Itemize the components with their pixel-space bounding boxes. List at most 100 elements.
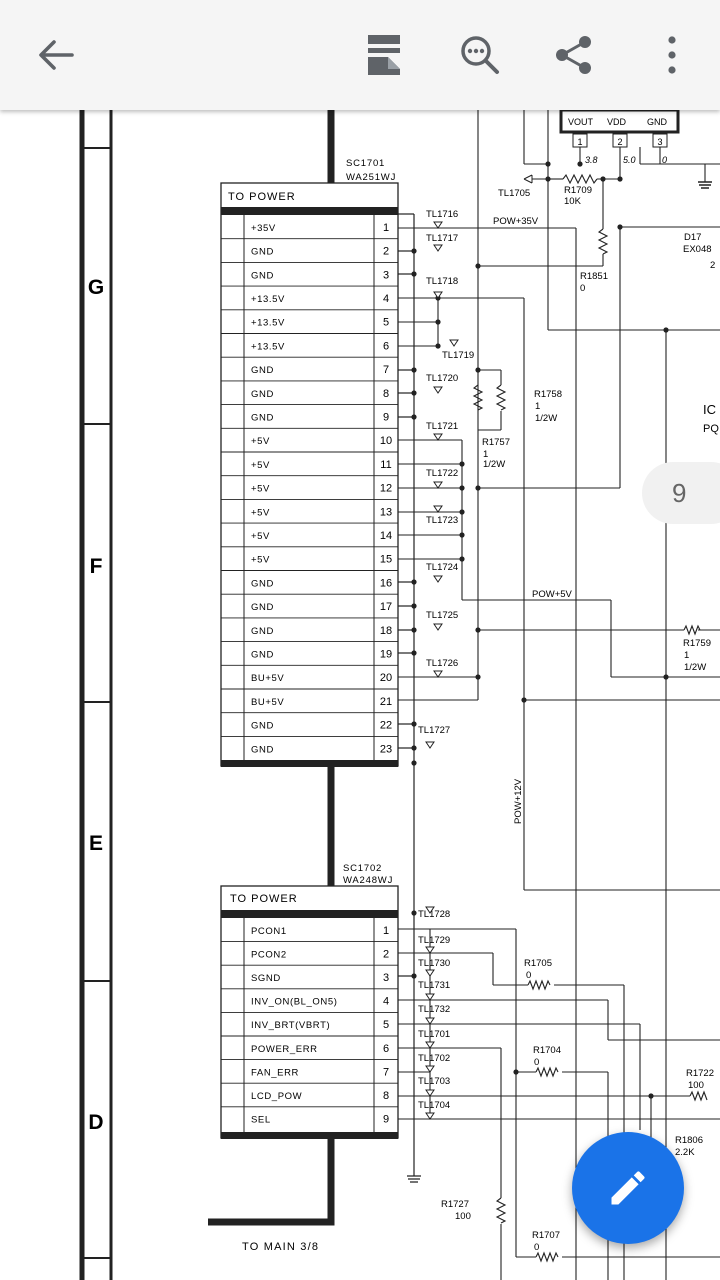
r1705-ref: R1705 [524, 958, 552, 969]
r1727-ref: R1727 [441, 1199, 469, 1210]
connector-pin-number: 7 [383, 364, 389, 376]
test-point-label: TL1717 [426, 233, 458, 244]
ic-ref: IC [703, 402, 716, 417]
connector-pin-number: 15 [380, 554, 392, 566]
r1722-value: 100 [688, 1080, 704, 1091]
connector-pin-number: 10 [380, 435, 392, 447]
arrow-back-icon [39, 40, 74, 70]
test-point-marker [425, 1041, 435, 1049]
r1806-value: 2.2K [675, 1147, 695, 1158]
connector-pin-label: +13.5V [251, 294, 285, 305]
share-button[interactable] [544, 25, 604, 85]
net-pow35v: POW+35V [493, 216, 539, 227]
connector-pin-label: GND [251, 365, 274, 376]
r1704-value: 0 [534, 1057, 539, 1068]
search-button[interactable] [450, 25, 510, 85]
back-button[interactable] [26, 25, 86, 85]
connector-pin-number: 2 [383, 246, 389, 258]
connector-pin-label: SEL [251, 1115, 271, 1126]
connector-pin-number: 14 [380, 530, 392, 542]
connector-pin-label: +35V [251, 223, 276, 234]
test-point-label: TL1729 [418, 935, 450, 946]
regulator-pin: 3 [657, 137, 662, 147]
reading-mode-button[interactable] [354, 25, 414, 85]
connector-pin-label: PCON1 [251, 926, 287, 937]
test-point-marker [433, 291, 443, 299]
connector-pin-number: 5 [383, 1019, 389, 1031]
connector-pin-label: LCD_POW [251, 1091, 302, 1102]
connector-pin-label: GND [251, 389, 274, 400]
connector-pin-label: GND [251, 270, 274, 281]
test-point-label: TL1728 [418, 909, 450, 920]
connector2-ref: SC1702 [343, 863, 382, 874]
regulator-pin: 2 [617, 137, 622, 147]
test-point-label: TL1727 [418, 725, 450, 736]
test-point-marker [449, 339, 459, 347]
test-point-label: TL1701 [418, 1029, 450, 1040]
share-icon [556, 36, 591, 74]
connector-pin-label: +5V [251, 484, 270, 495]
net-pow12v: POW+12V [513, 778, 524, 824]
r1704-ref: R1704 [533, 1045, 561, 1056]
test-point-marker [433, 575, 443, 583]
test-point-label: TL1718 [426, 276, 458, 287]
connector-pin-label: BU+5V [251, 697, 284, 708]
more-options-button[interactable] [642, 25, 702, 85]
test-point-label: TL1722 [426, 468, 458, 479]
connector-pin-number: 7 [383, 1066, 389, 1078]
power-nets [398, 110, 720, 1280]
connector-pin-number: 4 [383, 293, 389, 305]
edit-fab-button[interactable] [572, 1132, 684, 1244]
test-points-signal: TL1728TL1729TL1730TL1731TL1732TL1701TL17… [418, 906, 450, 1120]
d17-pin: 2 [710, 260, 715, 271]
test-point-marker [425, 993, 435, 1001]
test-point-marker [425, 1017, 435, 1025]
r1759-rating: 1/2W [684, 662, 706, 673]
signal-nets [398, 928, 720, 1280]
connector-pin-label: FAN_ERR [251, 1067, 299, 1078]
test-point-marker [433, 481, 443, 489]
test-point-label: TL1724 [426, 562, 458, 573]
test-point-marker [433, 623, 443, 631]
connector1-part: WA251WJ [346, 172, 396, 183]
connector-pin-number: 16 [380, 577, 392, 589]
test-point-marker [433, 433, 443, 441]
test-point-label: TL1730 [418, 958, 450, 969]
r1758-rating: 1/2W [535, 413, 557, 424]
connector2-title: TO POWER [230, 893, 298, 905]
r1758-ref: R1758 [534, 389, 562, 400]
zone-label: G [88, 276, 104, 299]
connector-pin-label: PCON2 [251, 949, 287, 960]
top-toolbar [0, 0, 720, 110]
connector-pin-number: 19 [380, 648, 392, 660]
connector-pin-number: 13 [380, 506, 392, 518]
connector-pin-number: 12 [380, 483, 392, 495]
r1758-value: 1 [535, 401, 540, 412]
net-pow5v: POW+5V [532, 589, 573, 600]
r1851-ref: R1851 [580, 271, 608, 282]
connector-pin-label: +5V [251, 507, 270, 518]
connector-pin-number: 3 [383, 972, 389, 984]
connector-pin-number: 8 [383, 1090, 389, 1102]
tl1705-label: TL1705 [498, 188, 530, 199]
connector-pin-label: GND [251, 578, 274, 589]
connector1-ref: SC1701 [346, 158, 385, 169]
search-in-document-icon [461, 36, 499, 74]
connector-pin-label: GND [251, 744, 274, 755]
connector-pin-number: 4 [383, 996, 389, 1008]
ground-junctions [411, 248, 417, 979]
r1851-value: 0 [580, 283, 585, 294]
connector-pin-number: 9 [383, 1114, 389, 1126]
test-points-power: TL1716TL1717TL1718TL1719TL1720TL1721TL17… [418, 209, 474, 749]
test-point-marker [425, 1065, 435, 1073]
page-indicator: 9 [642, 462, 720, 524]
connector-pin-label: GND [251, 602, 274, 613]
regulator-ic: VOUT VDD GND 1 2 3 3.8 5.0 0 [559, 110, 680, 165]
test-point-label: TL1721 [426, 421, 458, 432]
zone-label: F [90, 555, 103, 578]
r1757-ref: R1757 [482, 437, 510, 448]
resistors [472, 173, 708, 1263]
